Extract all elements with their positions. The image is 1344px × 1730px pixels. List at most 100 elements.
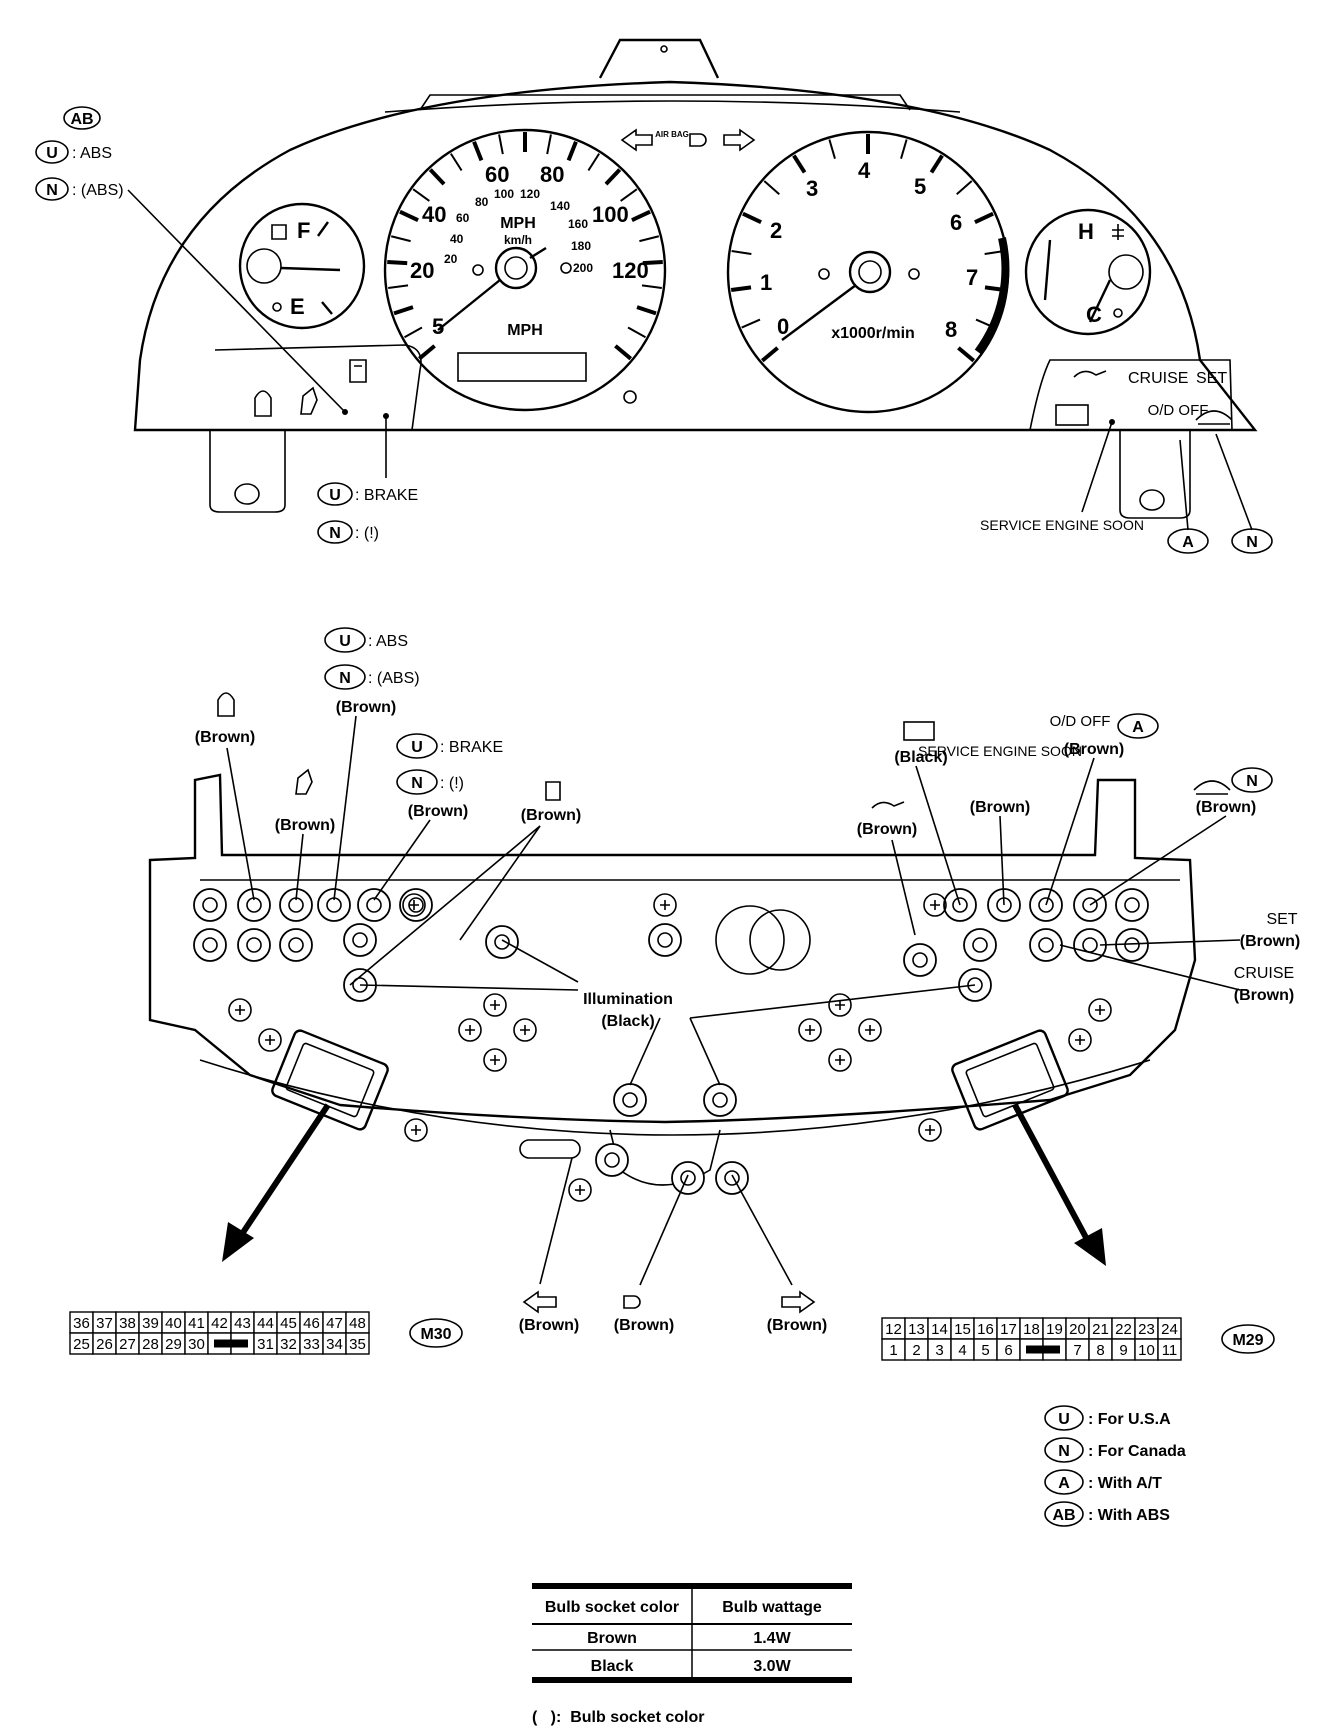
- temp-cold: C: [1086, 302, 1102, 327]
- connector-pin: 33: [303, 1336, 320, 1353]
- connector-name-badge: [1221, 1324, 1275, 1354]
- fuel-gauge: F E: [238, 202, 366, 330]
- fuel-icon-back: [545, 781, 561, 801]
- airbag-text: AIR BAG: [655, 130, 689, 139]
- bulb-socket-center: [622, 1092, 638, 1108]
- tacho-7: 7: [966, 265, 978, 290]
- connector-name: M30: [420, 1326, 451, 1343]
- bulb-socket-center: [952, 897, 968, 913]
- bulb-socket-center: [1124, 897, 1140, 913]
- connector-pin: 40: [165, 1315, 182, 1332]
- door-ajar-icon: [254, 390, 272, 417]
- connector-pin: 32: [280, 1336, 297, 1353]
- connector-blank: [214, 1339, 248, 1348]
- connector-m30-housing: [271, 1029, 389, 1131]
- washer-icon: [1195, 410, 1233, 425]
- washer-icon-back: [1193, 780, 1231, 795]
- connector-pin: 12: [885, 1321, 902, 1338]
- footnote: ( ): Bulb socket color: [532, 1709, 704, 1726]
- connector-pin: 39: [142, 1315, 159, 1332]
- highbeam-icon-back: [623, 1295, 641, 1309]
- cruise-lamp-label: CRUISE: [1128, 370, 1188, 387]
- fuel-pump-icon: [271, 224, 287, 240]
- connector-pin: 41: [188, 1315, 205, 1332]
- bulb-socket-center: [246, 937, 262, 953]
- svg-text:N: N: [46, 182, 58, 199]
- battery-lamp-color: (Black): [894, 749, 947, 766]
- screw-mount: [402, 893, 426, 917]
- bulb-socket-center: [657, 932, 673, 948]
- coolant-icon: [1112, 224, 1124, 240]
- gauge-tick: [428, 168, 446, 186]
- battery-icon: [1055, 404, 1089, 426]
- screw-cross: [465, 1025, 475, 1035]
- tachometer: 0 1 2 3 4 5 6 7 8 x1000r/min: [726, 130, 1010, 414]
- gauge-tick: [472, 141, 484, 162]
- back-n-abs: : (ABS): [368, 670, 420, 687]
- screw-cross: [930, 900, 940, 910]
- connector-name-badge: [409, 1318, 463, 1348]
- connector-pin: 29: [165, 1336, 182, 1353]
- door-lamp-color: (Brown): [195, 729, 255, 746]
- connector-pin: 34: [326, 1336, 343, 1353]
- back-u-abs: : ABS: [368, 633, 408, 650]
- bulb-socket-center: [972, 937, 988, 953]
- gauge-tick: [792, 154, 807, 174]
- svg-text:140: 140: [550, 199, 570, 213]
- gauge-tick: [399, 209, 419, 222]
- bulb-socket: [317, 888, 351, 922]
- illumination-color: (Black): [601, 1013, 654, 1030]
- gauge-tick: [730, 285, 752, 292]
- temp-gauge: H C: [1024, 208, 1152, 336]
- brake-legend: U : BRAKE N : (!): [317, 482, 418, 544]
- legend-usa: : For U.S.A: [1088, 1411, 1171, 1428]
- connector-pin: 30: [188, 1336, 205, 1353]
- bottom-legend: U : For U.S.A N : For Canada A : With A/…: [1044, 1405, 1186, 1527]
- bulb-table: Bulb socket color Bulb wattage Brown 1.4…: [532, 1583, 852, 1683]
- top-legend: AB U : ABS N : (ABS): [35, 106, 124, 201]
- bulb-socket-center: [967, 977, 983, 993]
- mph-100: 100: [592, 202, 629, 227]
- gauge-tick: [828, 139, 836, 159]
- tacho-4: 4: [858, 158, 871, 183]
- mph-5: 5: [432, 314, 444, 339]
- tacho-5: 5: [914, 174, 926, 199]
- connector-name: M29: [1232, 1332, 1263, 1349]
- highbeam-lamp-color: (Brown): [614, 1317, 674, 1334]
- bulb-socket: [237, 888, 271, 922]
- connector-pin: 36: [73, 1315, 90, 1332]
- connector-pin: 24: [1161, 1321, 1178, 1338]
- connector-pin: 1: [889, 1342, 897, 1359]
- bulb-socket-center: [288, 937, 304, 953]
- connector-pin: 15: [954, 1321, 971, 1338]
- fuel-full: F: [297, 218, 310, 243]
- bulb-socket-center: [724, 1170, 740, 1186]
- svg-text:U: U: [46, 145, 58, 162]
- set-label-back: SET: [1266, 911, 1297, 928]
- connector-pin: 28: [142, 1336, 159, 1353]
- screw-cross: [925, 1125, 935, 1135]
- bulb-socket-center: [712, 1092, 728, 1108]
- right-warning-lamps: CRUISE SET O/D OFF SERVICE ENGINE SOON A…: [980, 370, 1273, 554]
- svg-text:AB: AB: [1052, 1507, 1075, 1524]
- left-warning-lamps: [127, 189, 389, 478]
- connector-pin: 48: [349, 1315, 366, 1332]
- table-header-wattage: Bulb wattage: [722, 1599, 822, 1616]
- gauge-tick: [614, 344, 632, 361]
- bulb-socket: [715, 1161, 749, 1195]
- connector-pin: 16: [977, 1321, 994, 1338]
- screw-mount: [483, 1048, 507, 1072]
- door-ajar-icon-back: [217, 692, 235, 717]
- connector-pin: 13: [908, 1321, 925, 1338]
- connector-pin: 45: [280, 1315, 297, 1332]
- gauge-tick: [412, 188, 430, 202]
- connector-pin: 14: [931, 1321, 948, 1338]
- code-ab: AB: [70, 111, 93, 128]
- connector-pin: 38: [119, 1315, 136, 1332]
- gauge-tick: [636, 305, 657, 316]
- tacho-8: 8: [945, 317, 957, 342]
- connector-cell: [1157, 1338, 1182, 1361]
- gauge-tick: [761, 346, 779, 363]
